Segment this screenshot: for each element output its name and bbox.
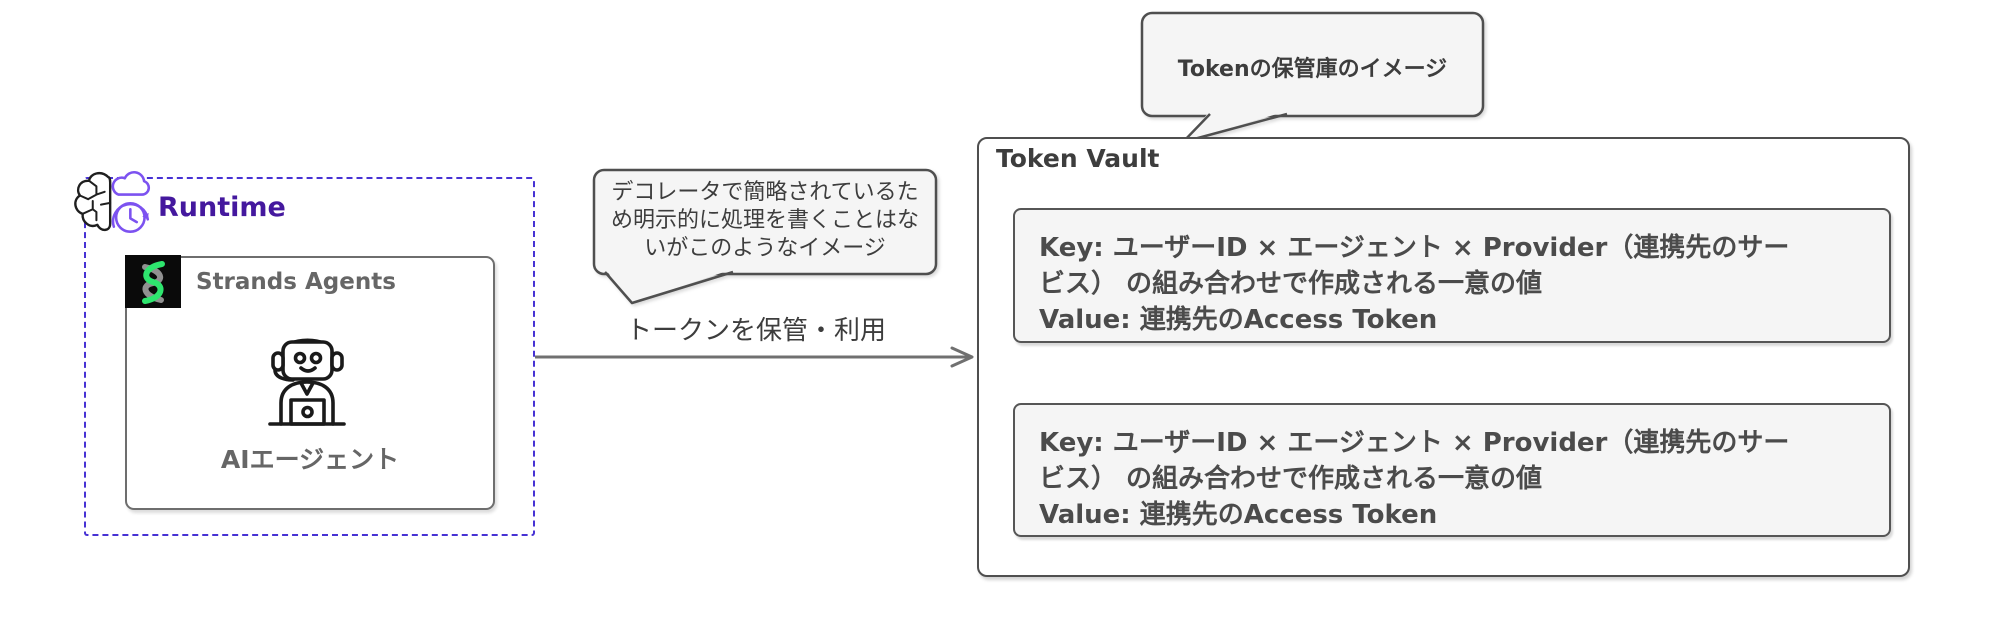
note-bubble-line: め明示的に処理を書くことはな <box>610 208 919 233</box>
strands-logo <box>125 255 181 308</box>
runtime-label: Runtime <box>158 192 286 223</box>
vault-bubble-text: Tokenの保管庫のイメージ <box>1177 57 1448 82</box>
note-speech-bubble <box>592 168 938 305</box>
flow-arrow-label: トークンを保管・利用 <box>625 316 886 346</box>
note-bubble-text: デコレータで簡略されているた め明示的に処理を書くことはな いがこのようなイメー… <box>594 179 936 263</box>
vault-entry-line: ビス） の組み合わせで作成される一意の値 <box>1039 269 1543 299</box>
vault-entry: Key: ユーザーID × エージェント × Provider（連携先のサー ビ… <box>1013 208 1891 343</box>
brain-cloud-clock-icon <box>74 171 151 233</box>
note-bubble-line: デコレータで簡略されているた <box>611 180 919 205</box>
vault-entry: Key: ユーザーID × エージェント × Provider（連携先のサー ビ… <box>1013 403 1891 537</box>
runtime-container-box <box>84 177 535 536</box>
strands-agents-label: Strands Agents <box>196 269 396 295</box>
vault-entry-line: ビス） の組み合わせで作成される一意の値 <box>1039 464 1543 494</box>
ai-agent-label: AIエージェント <box>220 445 400 474</box>
strands-helix-icon <box>142 261 165 304</box>
token-flow-arrow <box>535 346 974 368</box>
vault-entry-line: Key: ユーザーID × エージェント × Provider（連携先のサー <box>1039 233 1790 263</box>
robot-agent-icon <box>268 338 346 426</box>
vault-speech-bubble <box>1140 11 1485 144</box>
vault-entry-line: Value: 連携先のAccess Token <box>1039 305 1438 335</box>
vault-entry-line: Key: ユーザーID × エージェント × Provider（連携先のサー <box>1039 428 1790 458</box>
vault-entry-line: Value: 連携先のAccess Token <box>1039 500 1438 530</box>
note-bubble-line: いがこのようなイメージ <box>644 236 886 261</box>
token-vault-title: Token Vault <box>996 144 1160 173</box>
